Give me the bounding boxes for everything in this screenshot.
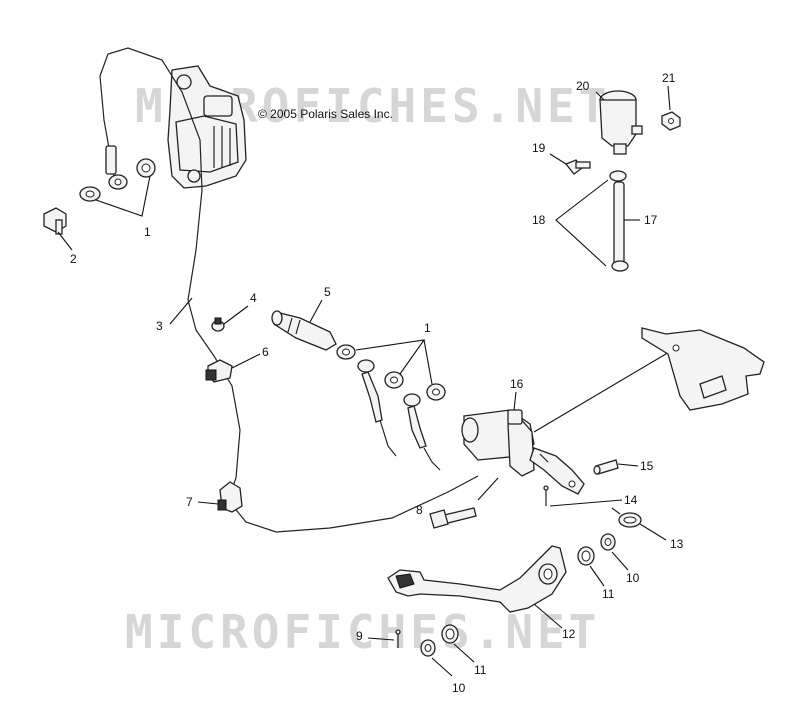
callout-11-right: 11 xyxy=(602,587,615,601)
reservoir-screw xyxy=(564,159,591,175)
brake-caliper xyxy=(167,65,247,189)
cotter-pin-small xyxy=(395,629,401,648)
reservoir-hose xyxy=(613,181,625,267)
sealing-washer-top-b xyxy=(136,158,156,178)
sealing-washer-mid-c xyxy=(426,383,446,401)
brake-line-adapter xyxy=(271,310,337,351)
line-clip xyxy=(205,359,233,383)
copyright-text: © 2005 Polaris Sales Inc. xyxy=(258,107,393,121)
callout-2: 2 xyxy=(70,252,77,266)
reservoir-nut xyxy=(661,111,681,131)
sealing-washer-mid-a xyxy=(336,344,356,360)
callout-13: 13 xyxy=(670,537,684,551)
callout-21: 21 xyxy=(662,71,676,85)
callout-5: 5 xyxy=(324,285,331,299)
bushing-bottom xyxy=(441,624,459,644)
watermark-bottom: MICROFICHES.NET xyxy=(125,605,600,659)
callout-20: 20 xyxy=(576,79,590,93)
callout-15: 15 xyxy=(640,459,654,473)
banjo-bolt-top xyxy=(43,207,67,235)
hose-clamp-top xyxy=(609,170,627,182)
washer-right xyxy=(600,533,616,551)
assembly-line-bracket xyxy=(533,347,677,433)
master-cylinder xyxy=(461,409,585,495)
spring-clip xyxy=(611,507,642,528)
callout-3: 3 xyxy=(156,319,163,333)
mounting-bracket xyxy=(641,327,765,411)
mounting-bolt xyxy=(429,507,477,529)
push-rivet xyxy=(211,317,225,332)
callout-14: 14 xyxy=(624,493,638,507)
sealing-washer-top-a xyxy=(79,186,101,202)
callout-9: 9 xyxy=(356,629,363,643)
callout-11-bottom: 11 xyxy=(474,663,487,677)
callout-6: 6 xyxy=(262,345,269,359)
callout-4: 4 xyxy=(250,291,257,305)
brake-pedal xyxy=(387,545,567,613)
sealing-washer-mid-b xyxy=(384,371,404,389)
callout-19: 19 xyxy=(532,141,546,155)
clevis-pin xyxy=(593,459,619,475)
callout-10-bottom: 10 xyxy=(452,681,466,695)
line-clamp xyxy=(217,481,243,513)
assembly-line-bolt xyxy=(477,477,499,501)
callout-7: 7 xyxy=(186,495,193,509)
washer-bottom xyxy=(420,639,436,657)
banjo-fitting-right xyxy=(403,393,441,471)
callout-16: 16 xyxy=(510,377,524,391)
brake-line xyxy=(99,47,479,533)
cotter-pin xyxy=(543,485,549,506)
banjo-fitting-top xyxy=(105,145,128,190)
banjo-fitting-left xyxy=(357,359,397,457)
hose-clamp-bottom xyxy=(611,260,629,272)
callout-1-mid: 1 xyxy=(424,321,431,335)
brake-fluid-reservoir xyxy=(599,90,643,155)
callout-18: 18 xyxy=(532,213,546,227)
callout-8: 8 xyxy=(416,503,423,517)
bushing-right xyxy=(577,546,595,566)
callout-1-top: 1 xyxy=(144,225,151,239)
callout-17: 17 xyxy=(644,213,658,227)
callout-12: 12 xyxy=(562,627,576,641)
callout-10-right: 10 xyxy=(626,571,640,585)
